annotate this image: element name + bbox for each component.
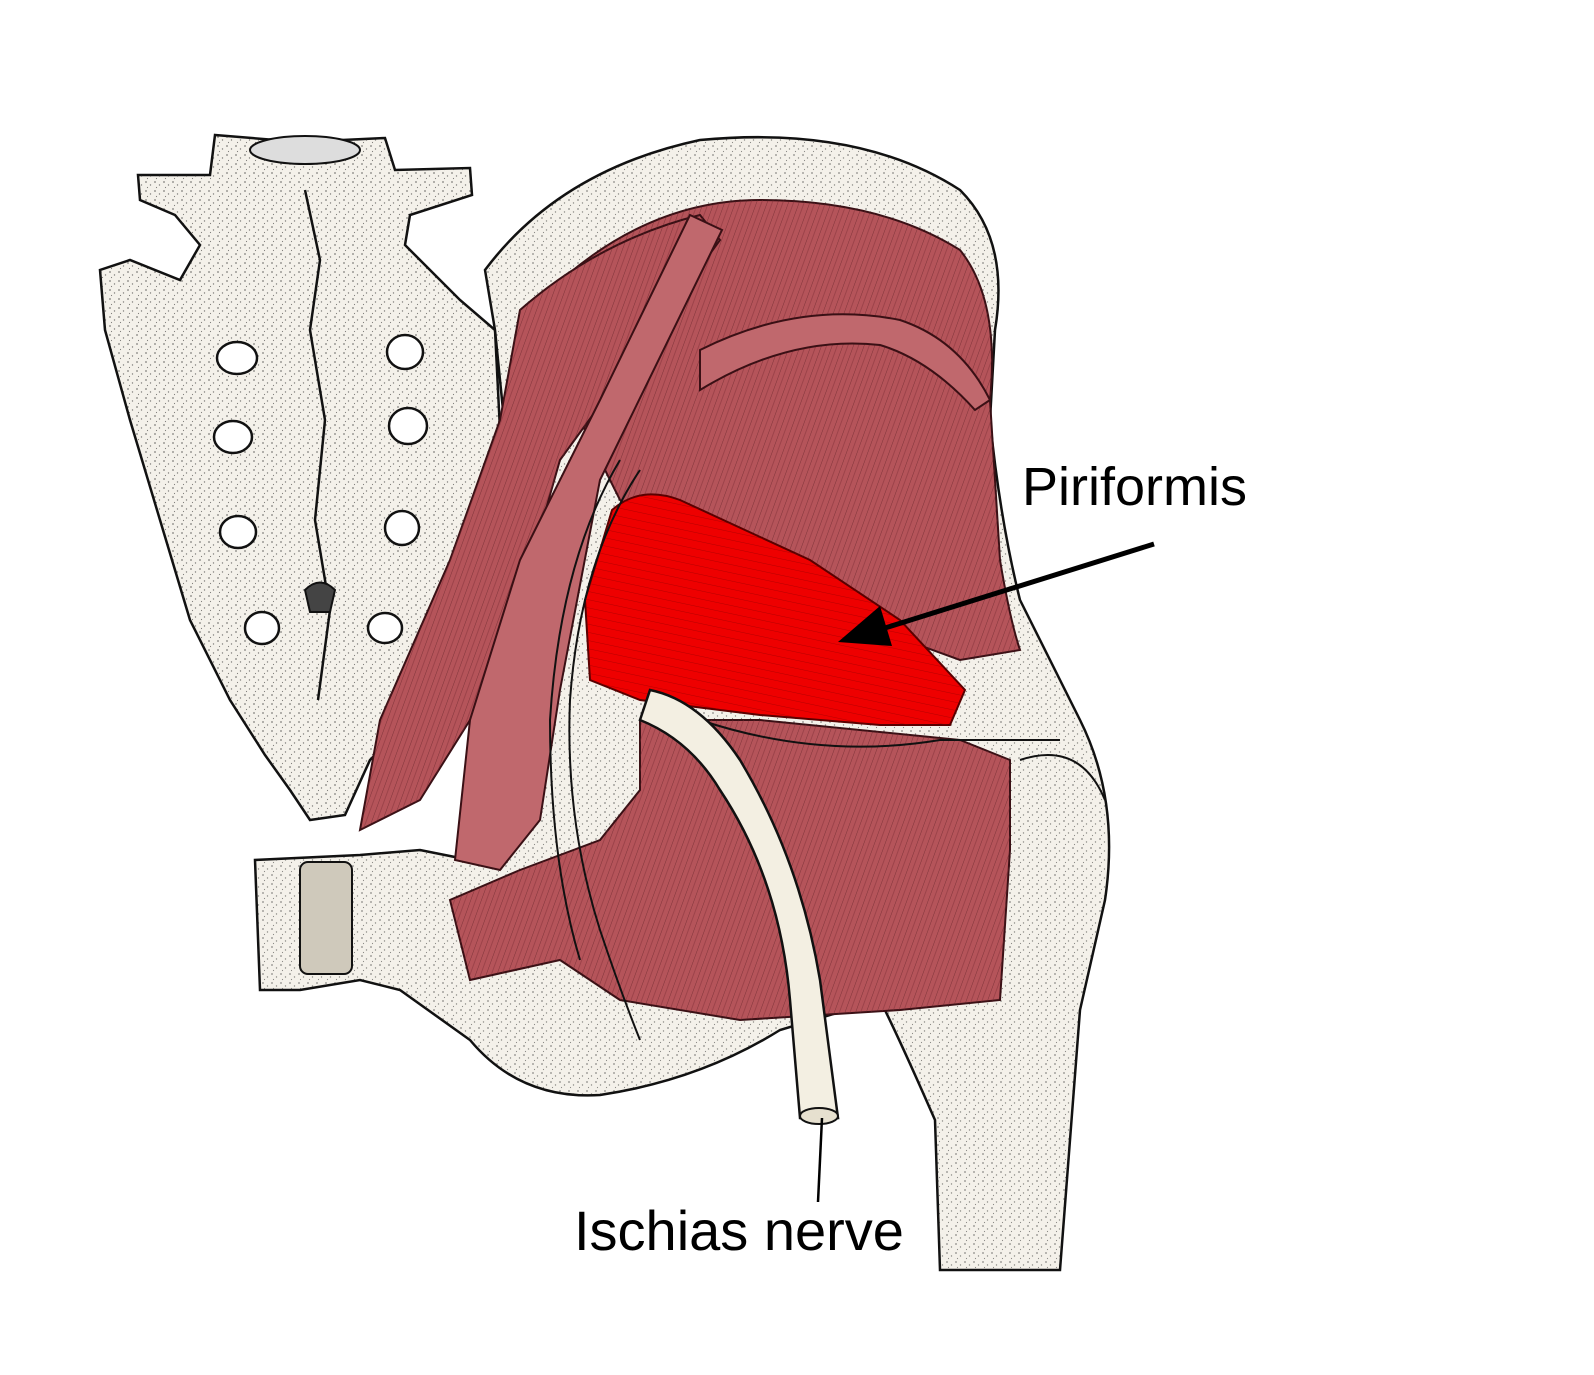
label-piriformis: Piriformis [1022,457,1247,517]
pointer-arrow-piriformis [838,541,1155,646]
label-ischias-nerve: Ischias nerve [574,1199,904,1262]
arrow-icon [838,606,892,646]
sciatic-nerve [638,688,840,1125]
femur-outline [1019,754,1106,801]
sacrum-bone [98,133,507,822]
piriformis-muscle [583,493,967,726]
leader-line-ischias [816,1117,824,1203]
ligaments [548,459,1060,1041]
gluteal-muscles [358,198,1022,1022]
